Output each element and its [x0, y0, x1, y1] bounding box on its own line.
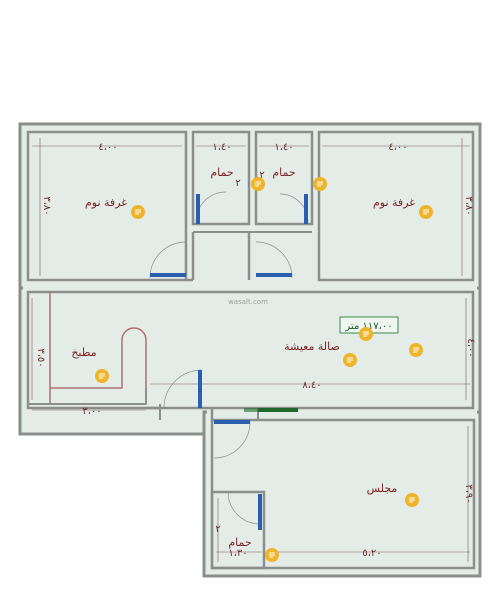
door-bedroom-left[interactable] — [149, 241, 187, 279]
kitchen-counter — [49, 292, 147, 405]
dim-bedroom-right-height: ٣،٨٠ — [463, 196, 474, 215]
dim-living-height: ٤،٠٠ — [465, 338, 476, 357]
note-icon[interactable] — [313, 177, 327, 191]
label-bath-left: حمام — [210, 166, 233, 179]
label-living: صالة معيشة — [284, 340, 340, 353]
entrance-handle[interactable] — [258, 408, 298, 412]
note-icon[interactable] — [409, 343, 423, 357]
label-kitchen: مطبخ — [71, 346, 96, 359]
label-bedroom-right: غرفة نوم — [373, 196, 415, 209]
door-bedroom-right[interactable] — [255, 241, 293, 279]
door-majlis[interactable] — [213, 421, 251, 459]
note-icon[interactable] — [359, 327, 373, 341]
dim-bath-left-height: ٢ — [235, 178, 240, 189]
note-icon[interactable] — [251, 177, 265, 191]
dim-bath-right-height: ٢ — [259, 170, 264, 181]
dim-kitchen-width: ٣،٠٠ — [82, 406, 101, 417]
dimension-lines — [31, 138, 470, 562]
label-majlis: مجلس — [367, 482, 398, 495]
bath-left-room — [191, 130, 251, 226]
dim-bedroom-right-width: ٤،٠٠ — [388, 142, 407, 153]
dim-bedroom-left-height: ٣،٨٠ — [41, 196, 52, 215]
note-icon[interactable] — [343, 353, 357, 367]
bath-bottom-room — [210, 490, 266, 570]
dim-majlis-height: ٣،٩٠ — [463, 484, 474, 503]
bedroom-right-room — [317, 130, 475, 282]
area-label: ١١٧،٠٠ متر — [344, 321, 392, 332]
note-icon[interactable] — [131, 205, 145, 219]
dim-bath-bottom-height: ٢ — [215, 524, 220, 535]
dim-bath-left-width: ١،٤٠ — [212, 142, 231, 153]
door-living[interactable] — [163, 369, 203, 409]
note-icon[interactable] — [95, 369, 109, 383]
note-icon[interactable] — [419, 205, 433, 219]
door-bath-bottom[interactable] — [227, 491, 261, 525]
doors — [149, 191, 309, 530]
dim-bath-bottom-width: ١،٣٠ — [228, 548, 247, 559]
note-icons — [95, 177, 433, 562]
walls — [18, 122, 482, 578]
label-bath-right: حمام — [272, 166, 295, 179]
dim-majlis-width: ٥،٢٠ — [362, 548, 381, 559]
room-labels: غرفة نوم حمام حمام غرفة نوم صالة معيشة م… — [71, 166, 415, 549]
note-icon[interactable] — [265, 548, 279, 562]
dim-bedroom-left-width: ٤،٠٠ — [98, 142, 117, 153]
label-bedroom-left: غرفة نوم — [85, 196, 127, 209]
dim-bath-right-width: ١،٤٠ — [274, 142, 293, 153]
dimension-labels: ٤،٠٠ ١،٤٠ ١،٤٠ ٤،٠٠ ٢ ٢ ٣،٨٠ ٣،٨٠ ٣،٥٠ ٤… — [35, 142, 476, 559]
bedroom-left-room — [26, 130, 188, 282]
watermark: wasalt.com — [228, 298, 268, 306]
dim-living-width: ٨،٤٠ — [302, 380, 321, 391]
dim-kitchen-height: ٣،٥٠ — [35, 348, 46, 367]
note-icon[interactable] — [405, 493, 419, 507]
label-bath-bottom: حمام — [228, 536, 251, 549]
